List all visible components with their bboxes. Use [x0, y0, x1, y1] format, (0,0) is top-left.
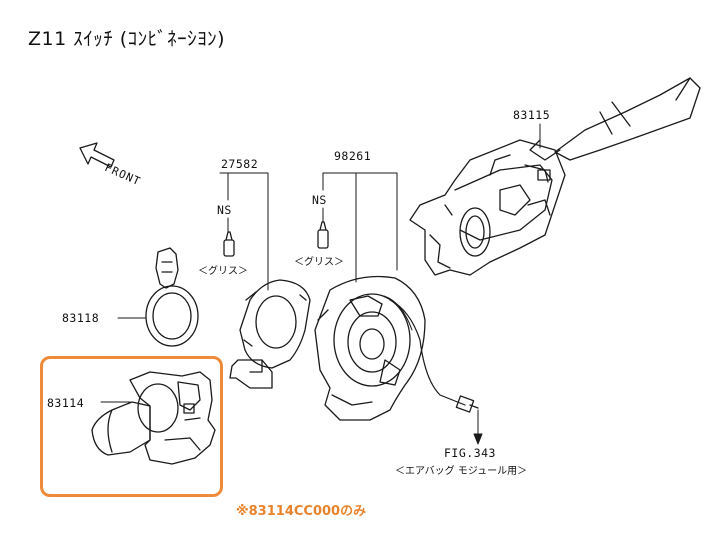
part-number-83118: 83118	[62, 311, 100, 325]
clock-spring-98261-illustration	[314, 275, 479, 421]
ring-83118-illustration	[145, 247, 199, 347]
switch-83114-illustration	[91, 371, 216, 465]
grease-bottle-right-icon	[317, 221, 329, 249]
part-number-83115: 83115	[513, 108, 551, 122]
grease-bottle-left-icon	[223, 231, 235, 257]
grease-note-left: ＜グリス＞	[198, 266, 248, 277]
ns-label-left: NS	[217, 203, 232, 217]
ns-label-right: NS	[312, 193, 327, 207]
highlight-note: ※83114CC000のみ	[236, 504, 367, 519]
part-number-83114: 83114	[47, 396, 85, 410]
grease-note-right: ＜グリス＞	[294, 257, 344, 268]
figure-caption: ＜エアバッグ モジュール用＞	[395, 466, 528, 477]
switch-83115-illustration	[409, 77, 701, 276]
part-27582-illustration	[229, 279, 311, 389]
part-number-98261: 98261	[334, 149, 372, 163]
highlight-box	[40, 356, 223, 497]
page-title: Z11 ｽｲｯﾁ (ｺﾝﾋﾞﾈｰｼﾖﾝ)	[28, 28, 226, 50]
leader-lines	[100, 123, 541, 445]
part-number-27582: 27582	[221, 157, 259, 171]
front-arrow-icon	[79, 142, 115, 168]
figure-reference: FIG.343	[444, 446, 496, 460]
